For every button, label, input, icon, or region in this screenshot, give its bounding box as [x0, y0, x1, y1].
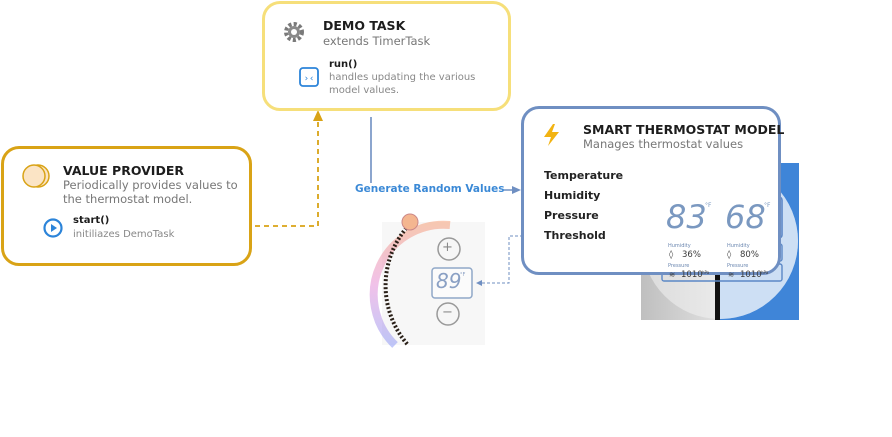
value-provider-subtitle: Periodically provides values to the ther… — [63, 178, 238, 206]
demo-to-model-arrowhead — [512, 186, 521, 194]
property-humidity: Humidity — [544, 189, 601, 202]
lightning-icon — [544, 124, 559, 146]
display-pressure-label-right: Pressure — [727, 263, 749, 269]
value-provider-title: VALUE PROVIDER — [63, 163, 185, 178]
display-temp-unit-left: °F — [705, 202, 712, 209]
display-pressure-label-left: Pressure — [668, 263, 690, 269]
model-title: SMART THERMOSTAT MODEL — [583, 122, 785, 137]
generate-random-values-label: Generate Random Values — [355, 183, 505, 195]
svg-text:›‹: ›‹ — [304, 74, 315, 84]
humidity-drop-icon-right: ◊ — [727, 250, 732, 260]
start-to-run-arrowhead — [313, 110, 323, 121]
run-method-name: run() — [329, 59, 358, 70]
display-temp-right: 68 — [725, 198, 766, 236]
display-humidity-label-right: Humidity — [727, 243, 750, 249]
display-pressure-unit-right: hPa — [761, 270, 769, 275]
property-temperature: Temperature — [544, 169, 624, 182]
code-file-icon: ›‹ — [299, 67, 319, 87]
humidity-drop-icon-left: ◊ — [669, 250, 674, 260]
property-pressure: Pressure — [544, 209, 599, 222]
dial-threshold-unit: °F — [460, 272, 466, 278]
display-humidity-label-left: Humidity — [668, 243, 691, 249]
thermostat-model-node[interactable]: SMART THERMOSTAT MODEL Manages thermosta… — [521, 106, 785, 275]
display-pressure-unit-left: hPa — [702, 270, 710, 275]
demo-task-node[interactable]: DEMO TASK extends TimerTask ›‹ run() han… — [262, 1, 511, 111]
display-humidity-right: 80% — [740, 250, 759, 260]
pressure-gauge-icon-right: ≋ — [728, 270, 735, 279]
model-subtitle: Manages thermostat values — [583, 137, 744, 151]
display-temp-left: 83 — [666, 198, 707, 236]
dial-plus-button[interactable]: + — [442, 240, 453, 255]
start-method-name: start() — [73, 215, 110, 226]
display-pressure-left: 1010 — [681, 270, 703, 280]
value-provider-node[interactable]: VALUE PROVIDER Periodically provides val… — [1, 146, 252, 266]
gear-icon — [284, 22, 304, 42]
display-temp-unit-right: °F — [764, 202, 771, 209]
dial-threshold-value: 89 — [436, 269, 462, 293]
dial-plus-circle — [437, 237, 461, 261]
demo-task-title: DEMO TASK — [323, 18, 406, 33]
dial-minus-button[interactable]: − — [442, 305, 453, 320]
layers-circle-icon — [22, 164, 50, 188]
start-to-run-arrow — [192, 116, 319, 227]
demo-to-model-arrow — [370, 117, 515, 191]
threshold-dial-image — [369, 213, 485, 348]
demo-task-subtitle: extends TimerTask — [323, 34, 431, 48]
play-circle-icon — [43, 218, 63, 238]
display-pressure-right: 1010 — [740, 270, 762, 280]
display-humidity-left: 36% — [682, 250, 701, 260]
property-threshold: Threshold — [544, 229, 606, 242]
pressure-gauge-icon-left: ≋ — [669, 270, 676, 279]
start-method-desc: initiliazes DemoTask — [73, 229, 175, 240]
dial-minus-circle — [436, 302, 460, 326]
run-method-desc: handles updating the various model value… — [329, 72, 476, 96]
